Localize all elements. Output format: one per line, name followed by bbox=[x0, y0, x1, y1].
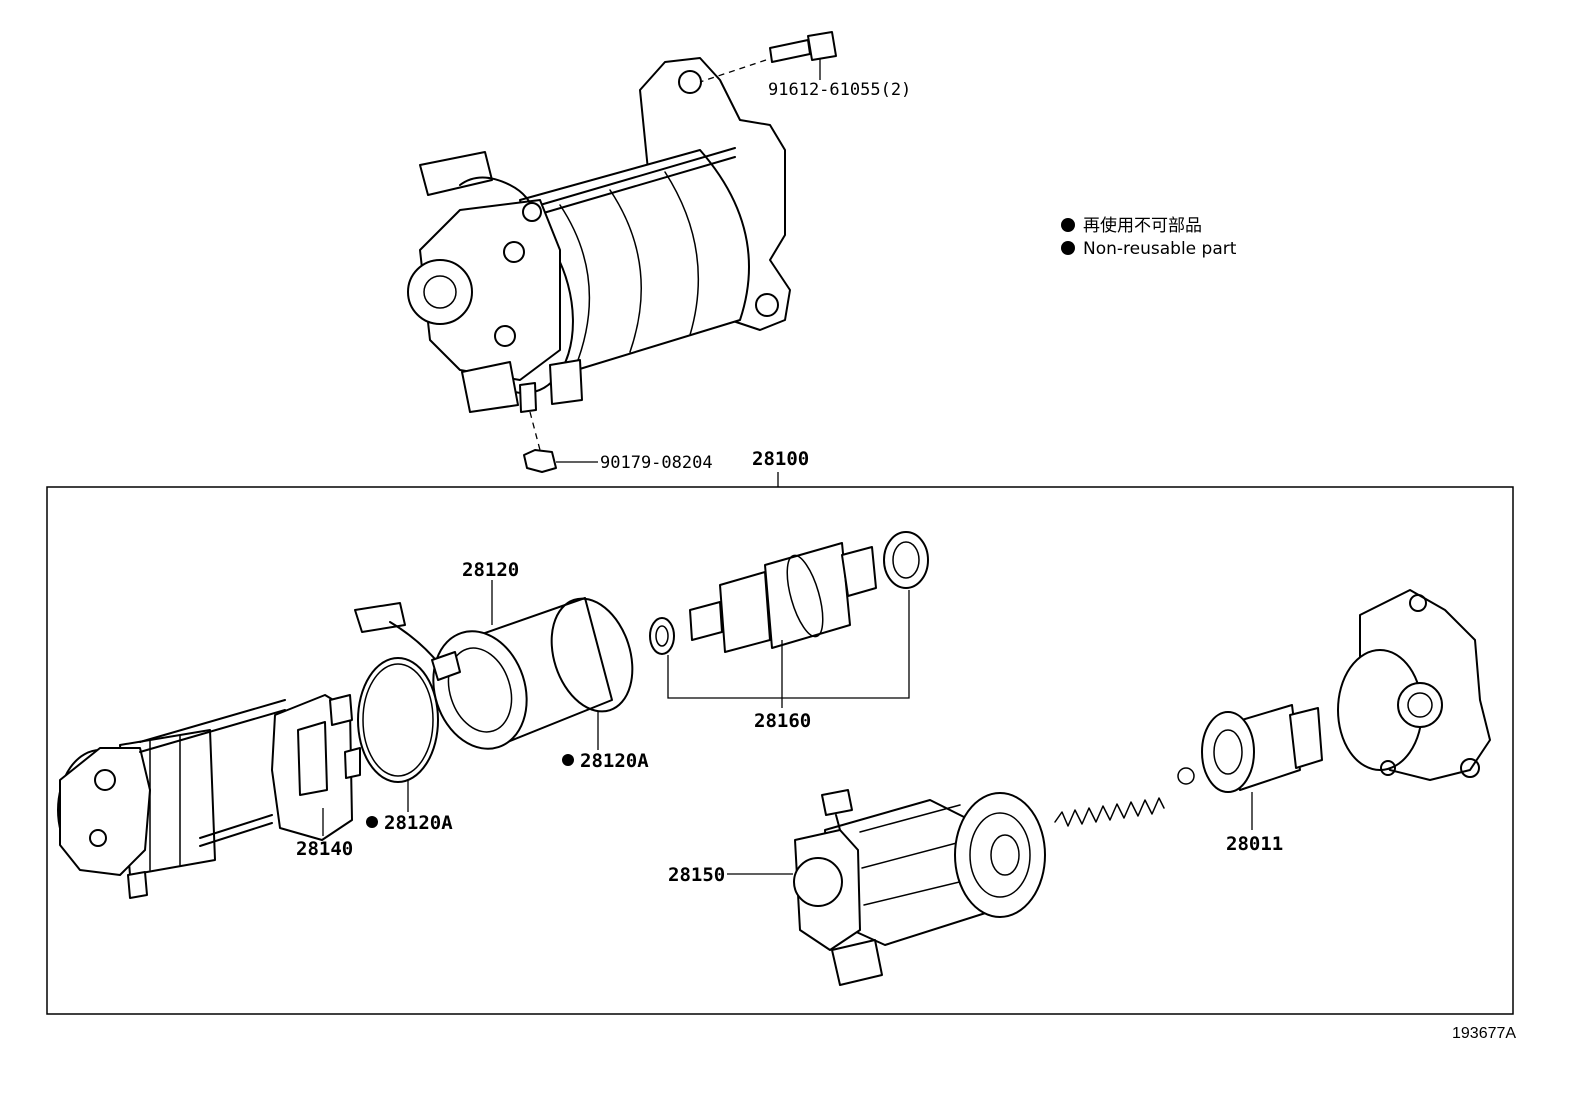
legend-japanese: 再使用不可部品 bbox=[1083, 215, 1202, 236]
callout-o-ring-lower: 28120A bbox=[384, 812, 453, 834]
callout-clutch: 28011 bbox=[1226, 833, 1283, 855]
filled-circle-icon bbox=[1061, 241, 1075, 255]
end-frame-part bbox=[57, 699, 286, 899]
brush-holder-part bbox=[271, 694, 361, 841]
filled-circle-icon bbox=[562, 754, 574, 766]
drive-housing-part bbox=[1337, 589, 1491, 781]
spring-part bbox=[1054, 767, 1195, 827]
bolt-part bbox=[699, 31, 837, 83]
legend-english: Non-reusable part bbox=[1083, 239, 1237, 259]
assembly-box bbox=[46, 486, 1514, 1015]
callout-assembly: 28100 bbox=[752, 448, 809, 470]
callout-yoke: 28120 bbox=[462, 559, 519, 581]
callout-bolt: 91612-61055(2) bbox=[768, 80, 911, 100]
callout-magnet-switch: 28150 bbox=[668, 864, 725, 886]
legend: 再使用不可部品 Non-reusable part bbox=[1061, 215, 1237, 259]
magnet-switch-part bbox=[727, 789, 1046, 986]
callout-o-ring-upper: 28120A bbox=[580, 750, 649, 772]
filled-circle-icon bbox=[366, 816, 378, 828]
nut-part bbox=[523, 411, 598, 473]
callout-brush-holder: 28140 bbox=[296, 838, 353, 860]
o-ring-lower-part bbox=[357, 657, 439, 783]
callout-nut: 90179-08204 bbox=[600, 453, 713, 473]
armature-part bbox=[649, 531, 929, 708]
diagram-code: 193677A bbox=[1452, 1025, 1516, 1042]
callout-armature: 28160 bbox=[754, 710, 811, 732]
filled-circle-icon bbox=[1061, 218, 1075, 232]
clutch-part bbox=[1201, 704, 1323, 830]
starter-assembly-drawing bbox=[407, 57, 791, 413]
yoke-part bbox=[354, 580, 634, 750]
